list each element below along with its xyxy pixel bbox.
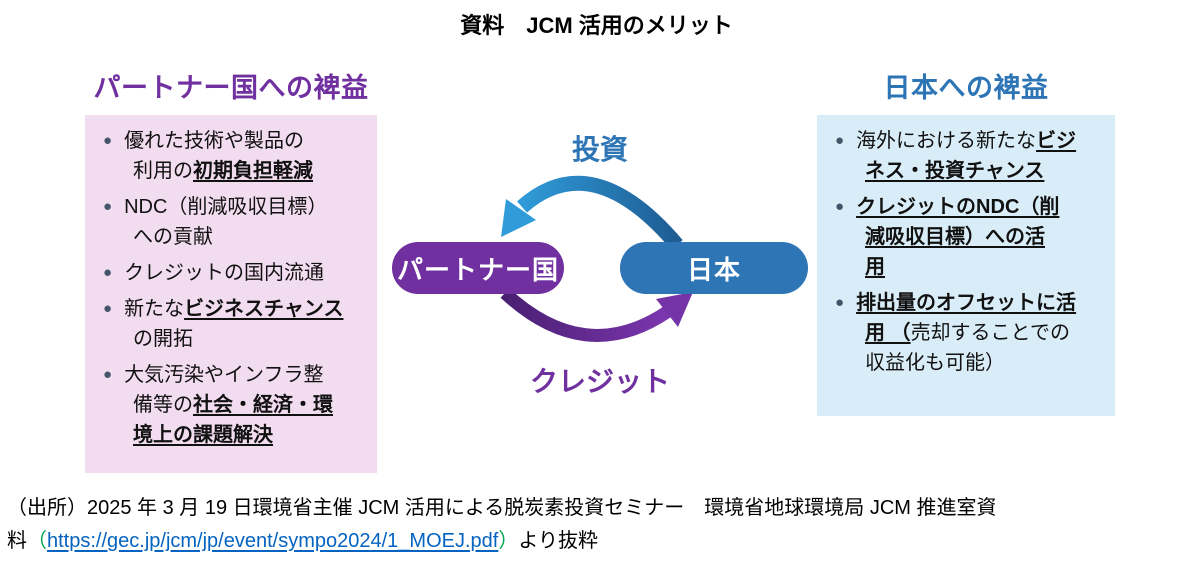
bullet-icon: ● [103,300,113,317]
bullet-text-emphasis: クレジットのNDC（削 減吸収目標）への活 用 [856,196,1060,278]
open-paren: （ [27,530,47,552]
source-citation-line2: 料（https://gec.jp/jcm/jp/event/sympo2024/… [7,525,1193,558]
bullet-icon: ● [103,132,113,149]
list-item: ● 新たなビジネスチャンス の開拓 [103,294,363,354]
bullet-text-emphasis: 排出量のオフセットに活 用 （ [856,292,1077,344]
list-item: ● 排出量のオフセットに活 用 （売却することでの 収益化も可能） [835,288,1101,378]
left-panel-heading: パートナー国への裨益 [93,73,369,103]
source-citation-line1: （出所）2025 年 3 月 19 日環境省主催 JCM 活用による脱炭素投資セ… [7,497,997,519]
bullet-text: NDC（削減吸収目標） への貢献 [124,196,328,248]
japan-node: 日本 [620,242,808,294]
list-item: ● クレジットのNDC（削 減吸収目標）への活 用 [835,192,1101,282]
list-item: ● 大気汚染やインフラ整 備等の社会・経済・環 境上の課題解決 [103,360,363,450]
bullet-text-emphasis: ビジ ネス・投資チャンス [865,130,1077,182]
bullet-icon: ● [103,264,113,281]
partner-benefits-box: ● 優れた技術や製品の 利用の初期負担軽減 ● NDC（削減吸収目標） への貢献 ● クレ… [85,115,377,473]
bullet-text: 優れた技術や製品の 利用の [124,130,305,182]
source-citation-suffix: より抜粋 [518,530,598,552]
bullet-icon: ● [835,132,845,149]
bullet-text: 売却することでの 収益化も可能） [865,322,1070,374]
bullet-text: クレジットの国内流通 [124,262,325,284]
flow-arrows-graphic [500,175,693,342]
close-paren: ） [498,530,519,552]
investment-arrow [501,175,683,250]
investment-flow-label: 投資 [571,134,628,165]
list-item: ● NDC（削減吸収目標） への貢献 [103,192,363,252]
list-item: ● 海外における新たなビジ ネス・投資チャンス [835,126,1101,186]
credit-flow-label: クレジット [529,366,670,397]
bullet-text: 新たな [124,298,185,320]
list-item: ● クレジットの国内流通 [103,258,363,288]
source-citation-prefix: 料 [7,530,27,552]
bullet-text-emphasis: 初期負担軽減 [193,160,313,182]
page-title: 資料 JCM 活用のメリット [460,13,733,38]
bullet-text: 海外における新たな [856,130,1037,152]
bullet-icon: ● [103,198,113,215]
bullet-text: の開拓 [133,328,193,350]
bullet-icon: ● [835,198,845,215]
bullet-text-emphasis: ビジネスチャンス [184,298,344,320]
right-panel-heading: 日本への裨益 [883,73,1049,103]
bullet-icon: ● [103,366,113,383]
partner-country-node: パートナー国 [392,242,564,294]
bullet-icon: ● [835,294,845,311]
list-item: ● 優れた技術や製品の 利用の初期負担軽減 [103,126,363,186]
bullet-text: 大気汚染やインフラ整 備等の [124,364,324,416]
source-pdf-link[interactable]: https://gec.jp/jcm/jp/event/sympo2024/1_… [47,530,499,552]
bullet-text-emphasis: 社会・経済・環 境上の課題解決 [133,394,333,446]
japan-benefits-box: ● 海外における新たなビジ ネス・投資チャンス ● クレジットのNDC（削 減吸収目標… [817,115,1115,416]
credit-arrow [500,288,693,342]
